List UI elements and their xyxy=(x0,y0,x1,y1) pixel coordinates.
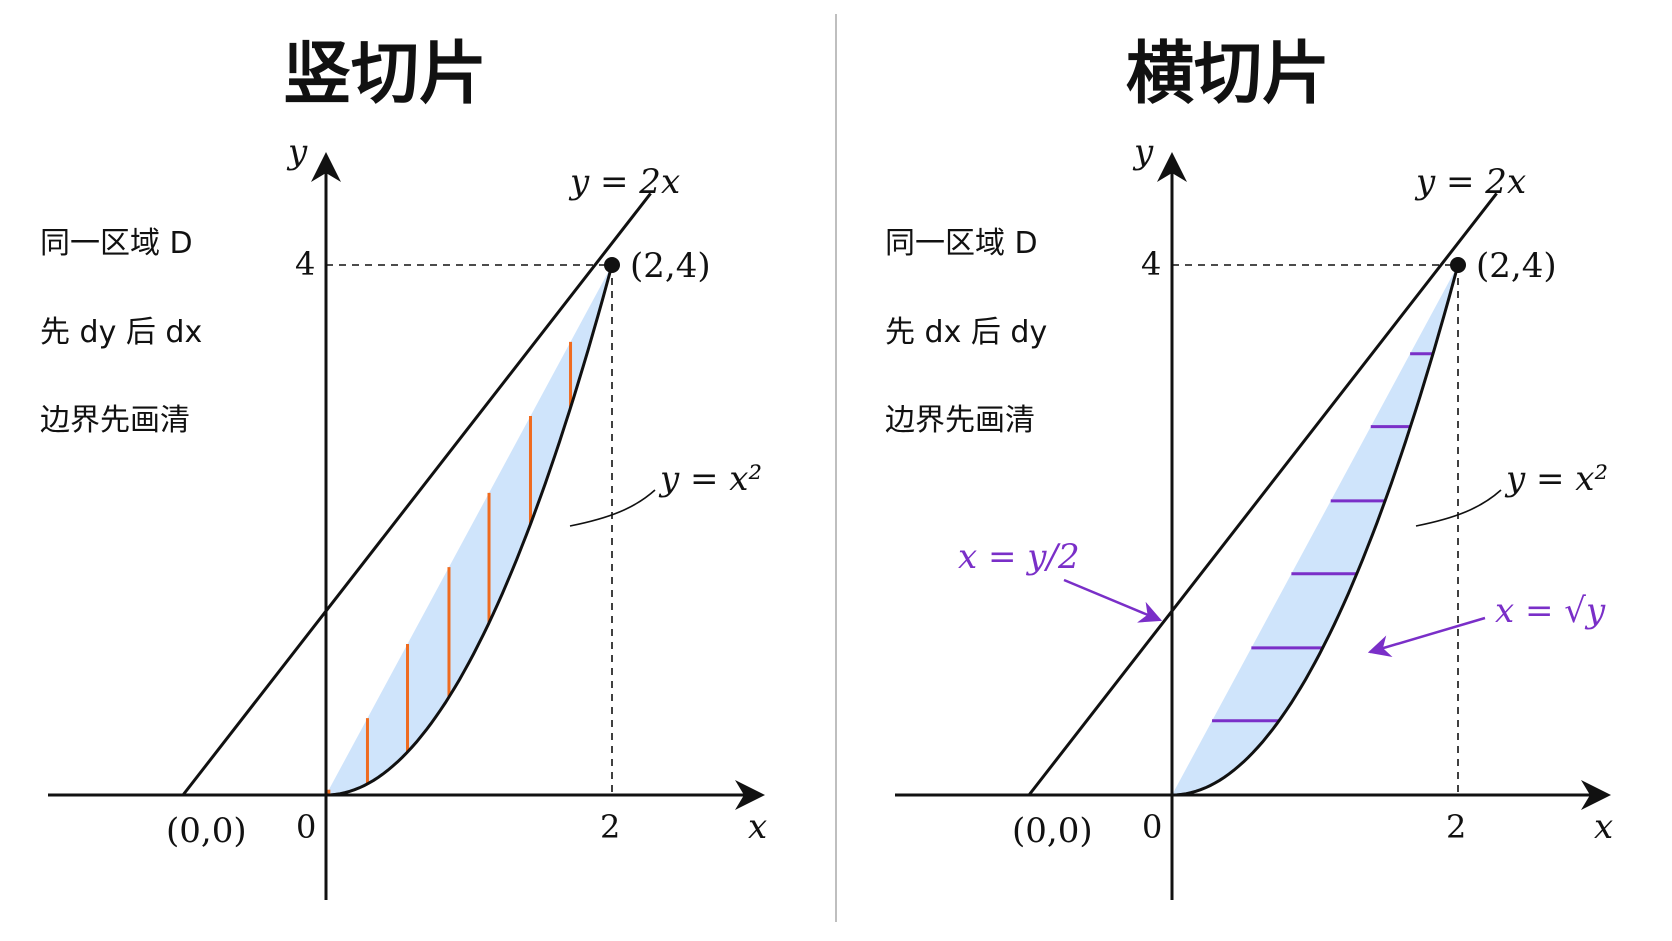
note-line-2: 先 dx 后 dy xyxy=(885,315,1047,350)
panel-vertical-slices: 竖切片 同一区域 D 先 dy 后 dx 边界先画清 y x 4 2 0 (0,… xyxy=(40,35,767,900)
tick-zero: 0 xyxy=(296,808,316,846)
curve-eq-leader xyxy=(1415,489,1502,527)
panel-title: 横切片 xyxy=(1126,35,1330,114)
note-line-1: 同一区域 D xyxy=(40,226,193,261)
label-origin: (0,0) xyxy=(166,811,247,851)
curve-y-x2 xyxy=(1171,264,1460,797)
tick-y4: 4 xyxy=(1141,245,1161,283)
right-boundary-arrow xyxy=(1367,616,1486,658)
intersection-point xyxy=(604,257,620,273)
label-intersection: (2,4) xyxy=(630,246,711,286)
note-line-1: 同一区域 D xyxy=(885,226,1038,261)
region-d-fill xyxy=(1172,265,1458,795)
x-axis-label: x xyxy=(1594,807,1613,847)
note-line-3: 边界先画清 xyxy=(885,403,1035,438)
curve-eq-leader xyxy=(569,489,656,527)
panel-title: 竖切片 xyxy=(283,35,487,114)
left-boundary-arrow xyxy=(1063,578,1163,623)
horizontal-slices xyxy=(1212,352,1433,723)
label-intersection: (2,4) xyxy=(1476,246,1557,286)
region-d-fill xyxy=(326,265,612,795)
label-left-boundary: x = y/2 xyxy=(958,537,1080,577)
curve-y-x2 xyxy=(325,264,614,797)
y-axis-label: y xyxy=(286,132,308,172)
line-y-2x xyxy=(181,192,652,796)
note-line-2: 先 dy 后 dx xyxy=(40,315,202,350)
label-curve-eq: y = x² xyxy=(1504,459,1608,499)
tick-zero: 0 xyxy=(1142,808,1162,846)
note-line-3: 边界先画清 xyxy=(40,403,190,438)
label-right-boundary: x = √y xyxy=(1495,591,1606,631)
label-line-eq: y = 2x xyxy=(568,162,680,202)
panel-horizontal-slices: 横切片 同一区域 D 先 dx 后 dy 边界先画清 y x 4 2 0 (0,… xyxy=(885,35,1613,900)
y-axis-label: y xyxy=(1132,132,1154,172)
vertical-slices xyxy=(327,341,573,795)
line-y-2x xyxy=(1027,192,1498,796)
label-line-eq: y = 2x xyxy=(1414,162,1526,202)
tick-y4: 4 xyxy=(295,245,315,283)
tick-x2: 2 xyxy=(600,808,620,846)
x-axis-label: x xyxy=(748,807,767,847)
label-origin: (0,0) xyxy=(1012,811,1093,851)
label-curve-eq: y = x² xyxy=(658,459,762,499)
intersection-point xyxy=(1450,257,1466,273)
tick-x2: 2 xyxy=(1446,808,1466,846)
